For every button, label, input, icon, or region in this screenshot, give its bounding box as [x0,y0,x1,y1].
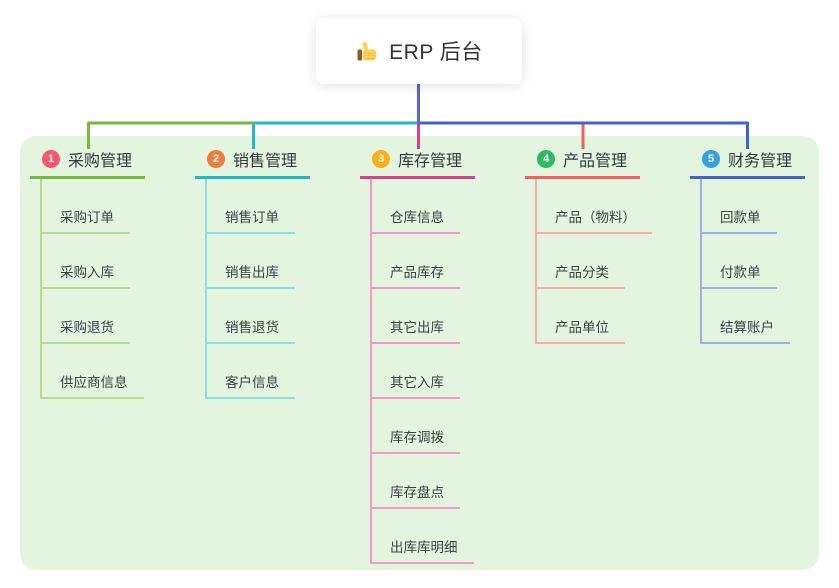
branch-badge: 4 [537,150,555,168]
child-node[interactable]: 仓库信息 [372,179,460,234]
canvas-panel [20,136,819,570]
branch-title: 产品管理 [563,153,628,170]
child-node[interactable]: 结算账户 [702,289,790,344]
branch-head[interactable]: 3 库存管理 [360,148,475,179]
child-node[interactable]: 销售订单 [207,179,295,234]
branch-title: 库存管理 [398,153,463,170]
branch-badge: 5 [702,150,720,168]
branch-head[interactable]: 4 产品管理 [525,148,640,179]
branch-sales: 2 销售管理 销售订单销售出库销售退货客户信息 [195,148,355,399]
branch-children: 采购订单采购入库采购退货供应商信息 [40,179,144,399]
branch-badge: 3 [372,150,390,168]
child-node[interactable]: 其它入库 [372,344,460,399]
branch-head[interactable]: 5 财务管理 [690,148,805,179]
child-node[interactable]: 销售出库 [207,234,295,289]
branch-head[interactable]: 1 采购管理 [30,148,145,179]
branch-children: 销售订单销售出库销售退货客户信息 [205,179,295,399]
branch-badge: 2 [207,150,225,168]
child-node[interactable]: 产品分类 [537,234,625,289]
child-node[interactable]: 采购退货 [42,289,130,344]
child-node[interactable]: 采购入库 [42,234,130,289]
child-node[interactable]: 产品库存 [372,234,460,289]
child-node[interactable]: 回款单 [702,179,777,234]
child-node[interactable]: 其它出库 [372,289,460,344]
branch-children: 回款单付款单结算账户 [700,179,790,344]
root-node[interactable]: ERP 后台 [316,18,522,84]
child-node[interactable]: 销售退货 [207,289,295,344]
branch-title: 采购管理 [68,153,133,170]
child-node[interactable]: 产品（物料） [537,179,652,234]
child-node[interactable]: 付款单 [702,234,777,289]
child-node[interactable]: 采购订单 [42,179,130,234]
child-node[interactable]: 产品单位 [537,289,625,344]
branch-title: 销售管理 [233,153,298,170]
branch-badge: 1 [42,150,60,168]
branch-head[interactable]: 2 销售管理 [195,148,310,179]
branch-purchase: 1 采购管理 采购订单采购入库采购退货供应商信息 [30,148,190,399]
branch-children: 仓库信息产品库存其它出库其它入库库存调拨库存盘点出库库明细 [370,179,474,564]
child-node[interactable]: 库存调拨 [372,399,460,454]
branch-inventory: 3 库存管理 仓库信息产品库存其它出库其它入库库存调拨库存盘点出库库明细 [360,148,520,564]
child-node[interactable]: 客户信息 [207,344,295,399]
branch-title: 财务管理 [728,153,793,170]
thumbs-up-icon [355,39,379,63]
child-node[interactable]: 供应商信息 [42,344,144,399]
branch-finance: 5 财务管理 回款单付款单结算账户 [690,148,839,344]
branch-children: 产品（物料）产品分类产品单位 [535,179,652,344]
child-node[interactable]: 出库库明细 [372,509,474,564]
root-title: ERP 后台 [389,41,483,64]
child-node[interactable]: 库存盘点 [372,454,460,509]
branch-product: 4 产品管理 产品（物料）产品分类产品单位 [525,148,685,344]
